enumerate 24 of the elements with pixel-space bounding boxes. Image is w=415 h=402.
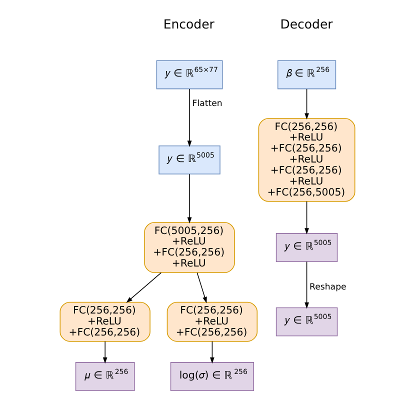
node-box: 𝑦 ∈ ℝ$^{5005}$: [158, 146, 220, 174]
label: Encoder: [163, 16, 214, 32]
node-box: 𝑦 ∈ ℝ$^{5005}$: [276, 307, 338, 336]
node-box: FC(256,256) +ReLU +FC(256,256) +ReLU +FC(256,256) +ReLU +FC(256,5005): [258, 118, 356, 202]
arrow: [126, 272, 162, 303]
arrow: [102, 341, 108, 364]
node-box: 𝑦 ∈ ℝ$^{65×77}$: [156, 60, 223, 90]
node-box: FC(256,256) +ReLU +FC(256,256): [60, 302, 150, 342]
arrow: [304, 88, 309, 120]
arrow: [210, 341, 214, 364]
node-box: log(𝜎) ∈ ℝ$^{256}$: [170, 362, 254, 391]
edge-label: Reshape: [310, 282, 346, 293]
label: Decoder: [280, 16, 333, 32]
node-box: 𝜇 ∈ ℝ$^{256}$: [75, 362, 135, 391]
arrow: [196, 272, 207, 304]
node-box: 𝛽 ∈ ℝ$^{256}$: [277, 60, 336, 90]
arrow: [304, 261, 309, 309]
arrow: [304, 201, 309, 234]
arrow: [187, 174, 192, 224]
node-box: FC(5005,256) +ReLU +FC(256,256) +ReLU: [144, 222, 235, 273]
node-box: FC(256,256) +ReLU +FC(256,256): [166, 302, 258, 342]
edge-label: Flatten: [192, 98, 222, 109]
arrow: [187, 88, 192, 147]
node-box: 𝑦 ∈ ℝ$^{5005}$: [276, 233, 338, 262]
